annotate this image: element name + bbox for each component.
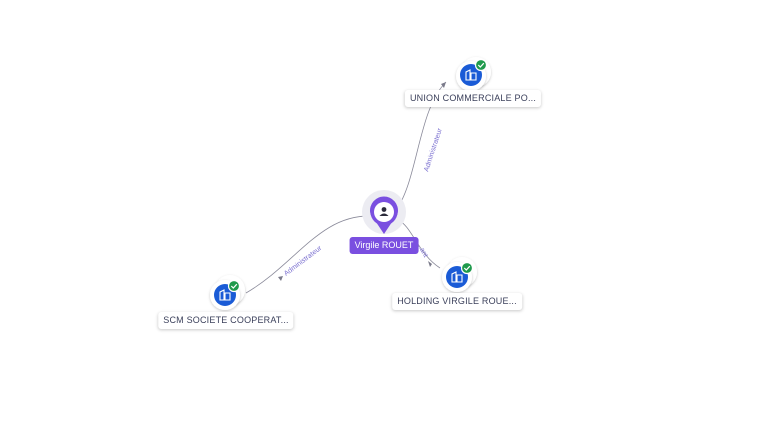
company-label-holding[interactable]: HOLDING VIRGILE ROUE... (392, 293, 522, 310)
edge-label-scm: Administrateur (283, 244, 324, 277)
company-label-scm[interactable]: SCM SOCIETE COOPERAT... (158, 312, 294, 329)
person-name-label[interactable]: Virgile ROUET (349, 237, 419, 254)
company-node-holding[interactable] (442, 257, 477, 292)
person-icon (379, 207, 389, 216)
building-icon (219, 289, 231, 301)
verified-check-icon (227, 279, 241, 293)
company-node-union[interactable] (456, 57, 491, 91)
edge-label-union: Administrateur (423, 127, 444, 173)
verified-check-icon (474, 58, 488, 72)
building-icon (465, 69, 477, 81)
person-node[interactable] (362, 190, 406, 234)
company-node-scm[interactable] (210, 275, 245, 310)
building-icon (451, 271, 463, 283)
edge-scm: Administrateur (245, 215, 373, 294)
verified-check-icon (460, 261, 474, 275)
company-label-union[interactable]: UNION COMMERCIALE PO... (404, 90, 542, 107)
